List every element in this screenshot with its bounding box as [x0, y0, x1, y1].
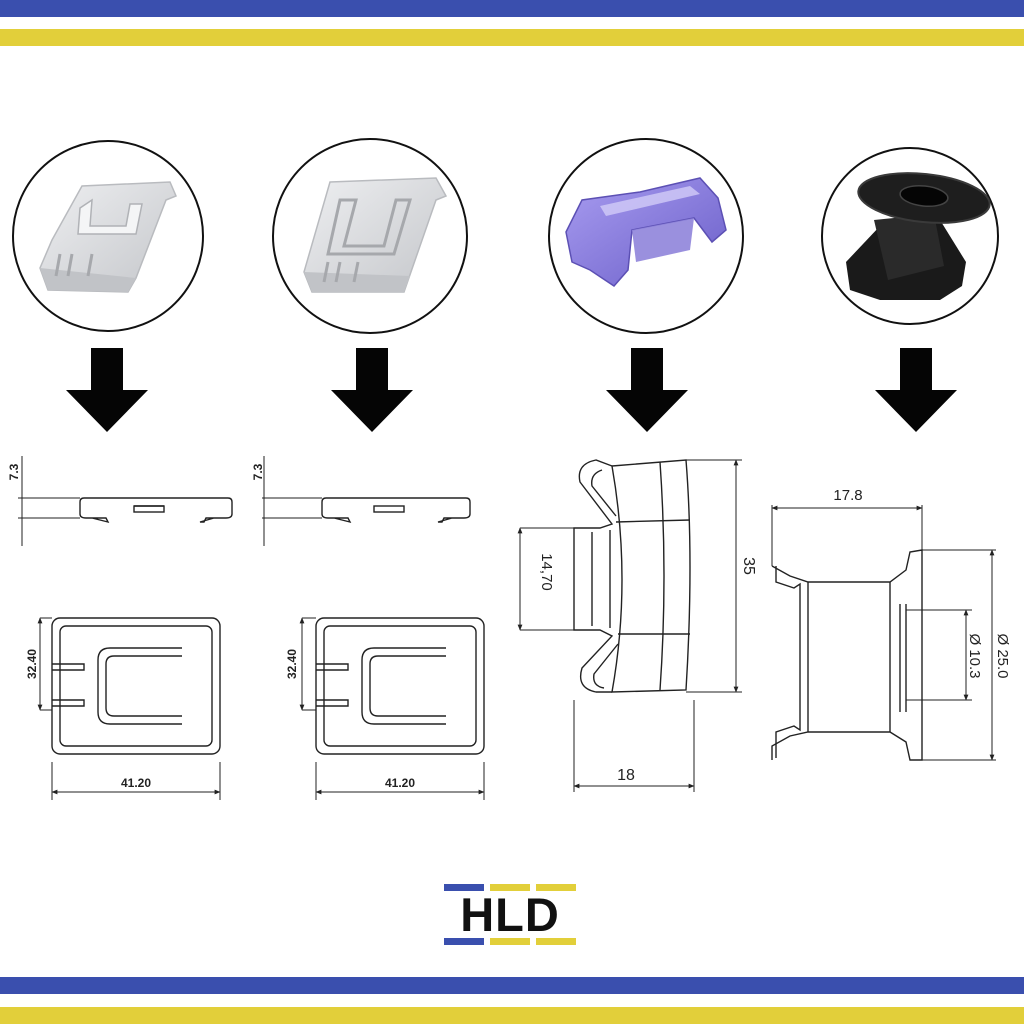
product-circle-2 — [272, 138, 468, 334]
dimension-depth-3: 14,70 — [538, 553, 555, 591]
technical-drawing-1 — [18, 456, 233, 800]
bottom-yellow-stripe — [0, 1007, 1024, 1024]
dimension-inner-diameter: Ø 10.3 — [966, 633, 983, 678]
dimension-depth-2: 32.40 — [285, 649, 299, 679]
top-yellow-stripe — [0, 29, 1024, 46]
product-circle-1 — [12, 140, 204, 332]
product-circle-4 — [821, 147, 999, 325]
technical-drawing-3 — [517, 459, 742, 792]
technical-drawing-2 — [262, 456, 485, 800]
dimension-height-2: 7.3 — [251, 463, 265, 480]
down-arrow-icon — [606, 348, 688, 432]
down-arrow-icon — [875, 348, 957, 432]
top-blue-stripe — [0, 0, 1024, 17]
white-slider-cap-long-icon — [303, 177, 448, 293]
product-circle-3 — [548, 138, 744, 334]
black-grommet-icon — [846, 172, 991, 300]
logo-text: HLD — [460, 888, 560, 941]
dimension-outer-diameter: Ø 25.0 — [994, 633, 1011, 678]
dimension-length-3: 35 — [740, 557, 757, 575]
technical-drawing-4 — [771, 505, 996, 761]
dimension-height-1: 7.3 — [7, 463, 21, 480]
dimension-width-2: 41.20 — [385, 776, 415, 790]
white-slider-cap-icon — [39, 181, 177, 293]
dimension-depth-1: 32.40 — [25, 649, 39, 679]
purple-clip-icon — [565, 177, 727, 287]
down-arrow-icon — [331, 348, 413, 432]
dimension-length-4: 17.8 — [833, 487, 862, 504]
dimension-width-3: 18 — [617, 767, 635, 784]
hld-logo: HLD — [444, 884, 576, 946]
down-arrow-icon — [66, 348, 148, 432]
dimension-width-1: 41.20 — [121, 776, 151, 790]
bottom-blue-stripe — [0, 977, 1024, 994]
